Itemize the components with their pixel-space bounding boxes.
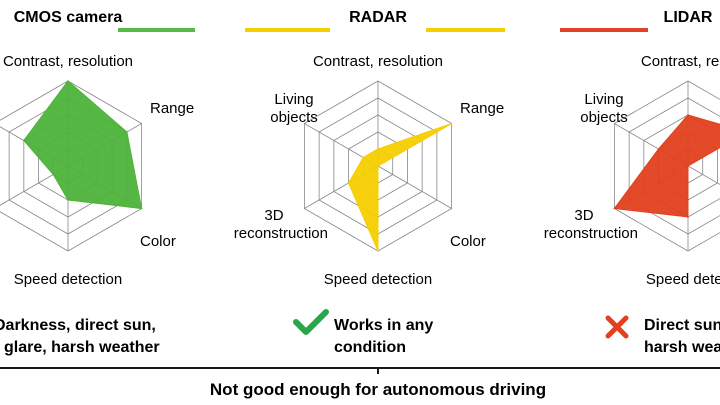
conclusion-text: Not good enough for autonomous driving <box>210 380 546 399</box>
axis-label: Contrast, resolution <box>313 53 443 70</box>
panel-title: LIDAR <box>664 9 713 26</box>
data-point-5 <box>347 182 350 184</box>
data-point-5 <box>613 207 616 210</box>
axis-label: Living <box>274 91 313 108</box>
axis-label: Speed detection <box>324 271 432 288</box>
radar-panel-2: RADAR Contrast, resolutionRangeColorSpeed… <box>234 9 505 356</box>
axis-label: Speed detection <box>14 271 122 288</box>
footnote-line: Works in any <box>334 317 433 334</box>
panel-title: CMOS camera <box>14 9 123 26</box>
axis-label: Living <box>584 91 623 108</box>
data-point-3 <box>377 165 379 167</box>
data-point-2 <box>450 122 453 125</box>
footnote-line: Direct sun, <box>644 317 720 334</box>
axis-label: Range <box>150 100 194 117</box>
data-point-3 <box>140 207 143 210</box>
cross-icon <box>605 315 629 339</box>
data-point-3 <box>687 165 689 167</box>
grid-spoke <box>687 165 720 185</box>
data-point-1 <box>687 114 689 116</box>
axis-label: Contrast, reso <box>641 53 720 70</box>
data-point-6 <box>23 139 25 142</box>
check-icon <box>293 309 329 335</box>
axis-label: 3D <box>574 207 593 224</box>
axis-label: objects <box>270 109 318 126</box>
data-point-1 <box>377 148 379 150</box>
axis-label: Contrast, resolution <box>3 53 133 70</box>
axis-label: Range <box>460 100 504 117</box>
data-point-4 <box>687 216 689 218</box>
footnote-line: glare, harsh weather <box>4 339 160 356</box>
data-point-6 <box>362 156 365 159</box>
axis-label: Color <box>140 233 176 250</box>
axis-label: Color <box>450 233 486 250</box>
axis-label: reconstruction <box>544 225 638 242</box>
panel-title: RADAR <box>349 9 407 26</box>
axis-label: Speed detec <box>646 271 720 288</box>
data-point-1 <box>67 80 69 82</box>
data-point-2 <box>126 131 128 133</box>
footnote-line: harsh weath <box>644 339 720 356</box>
data-point-6 <box>657 148 660 150</box>
data-point-4 <box>377 250 379 252</box>
axis-label: reconstruction <box>234 225 328 242</box>
data-point-4 <box>67 199 69 201</box>
radar-panel-3: LIDAR Contrast, resoSpeed detec 3Dreconstr… <box>544 9 720 356</box>
footnote-line: Darkness, direct sun, <box>0 317 156 334</box>
data-area <box>613 114 720 218</box>
axis-label: objects <box>580 109 628 126</box>
data-area <box>23 80 143 210</box>
footnote-line: condition <box>334 339 406 356</box>
grid-spoke <box>377 165 452 209</box>
data-point-5 <box>52 173 55 176</box>
axis-label: 3D <box>264 207 283 224</box>
